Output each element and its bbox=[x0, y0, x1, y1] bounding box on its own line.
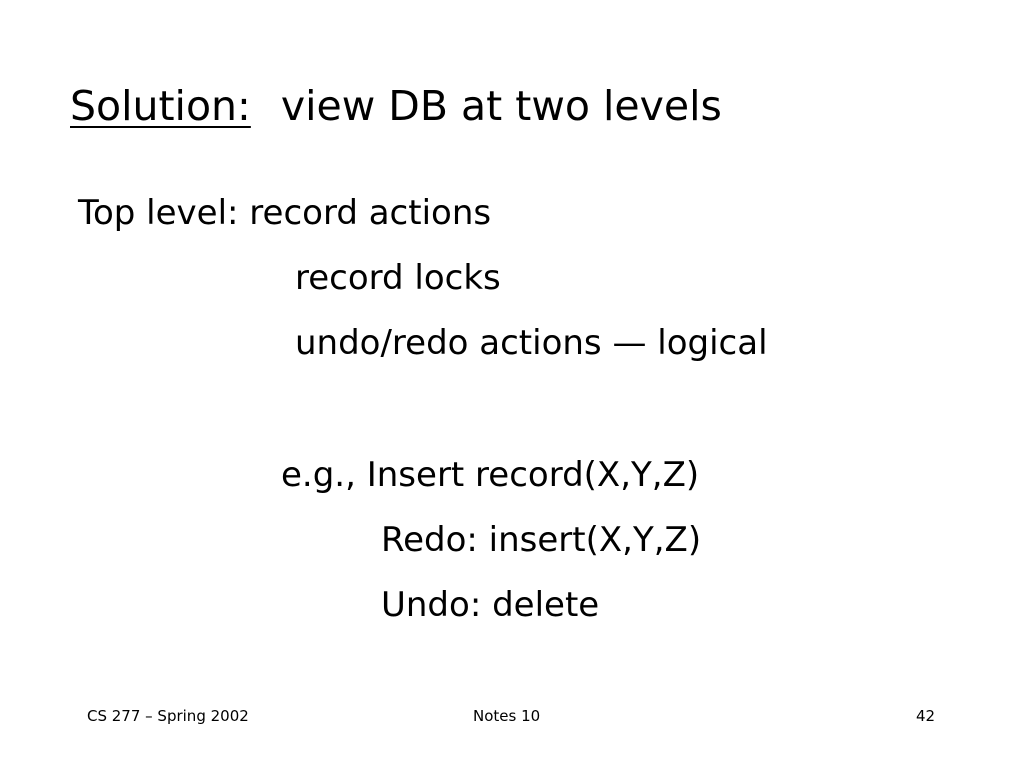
body-line-redo: Redo: insert(X,Y,Z) bbox=[381, 520, 702, 560]
body-line-record-locks: record locks bbox=[295, 258, 501, 298]
footer-page-number: 42 bbox=[916, 707, 936, 725]
body-line-undo: Undo: delete bbox=[381, 585, 600, 625]
footer-notes: Notes 10 bbox=[473, 707, 541, 725]
body-line-example: e.g., Insert record(X,Y,Z) bbox=[281, 455, 700, 495]
footer-course: CS 277 – Spring 2002 bbox=[87, 707, 249, 725]
body-line-undo-redo: undo/redo actions — logical bbox=[295, 323, 768, 363]
body-line-top-level: Top level: record actions bbox=[78, 193, 492, 233]
slide-title: Solution: view DB at two levels bbox=[70, 78, 722, 134]
title-label: Solution: bbox=[70, 82, 251, 130]
title-text: view DB at two levels bbox=[280, 82, 722, 130]
